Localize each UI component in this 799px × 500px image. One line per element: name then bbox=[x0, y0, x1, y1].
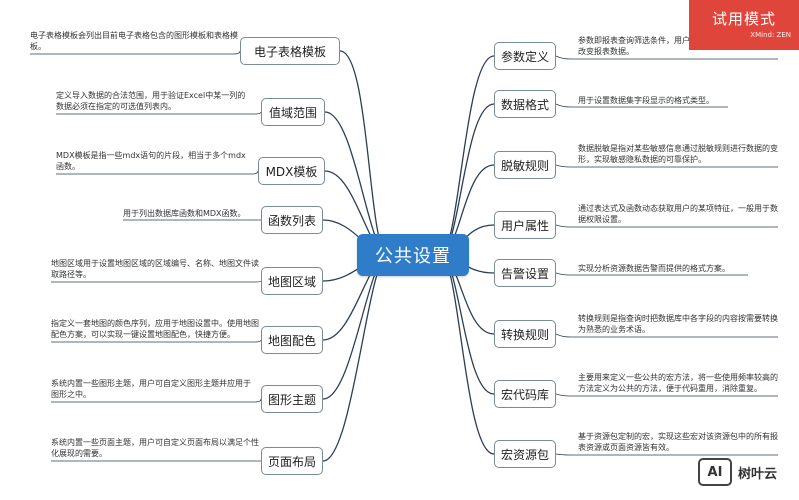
desc-line-left-7 bbox=[51, 398, 262, 403]
left-topic-5[interactable]: 地图区域 bbox=[261, 267, 323, 295]
desc-line-right-8 bbox=[555, 453, 778, 456]
desc-line-right-4 bbox=[555, 224, 778, 228]
watermark-text: 树叶云 bbox=[738, 466, 778, 482]
watermark: AI 树叶云 bbox=[698, 456, 794, 488]
right-topic-desc-3: 数据脱敏是指对某些敏感信息通过脱敏规则进行数据的变形，实现敏感隐私数据的可靠保护… bbox=[578, 144, 778, 164]
right-topic-5[interactable]: 告警设置 bbox=[494, 259, 556, 287]
right-topic-1[interactable]: 参数定义 bbox=[494, 42, 556, 70]
right-topic-desc-2: 用于设置数据集字段显示的格式类型。 bbox=[578, 96, 714, 105]
right-topic-4[interactable]: 用户属性 bbox=[494, 211, 556, 239]
desc-line-right-3 bbox=[555, 164, 778, 168]
branch-left-8 bbox=[322, 254, 389, 462]
central-topic[interactable]: 公共设置 bbox=[357, 234, 469, 276]
branch-right-2 bbox=[439, 103, 495, 256]
right-topic-6[interactable]: 转换规则 bbox=[494, 320, 556, 348]
left-topic-6[interactable]: 地图配色 bbox=[261, 326, 323, 354]
left-topic-1[interactable]: 电子表格模板 bbox=[240, 37, 340, 65]
right-topic-desc-5: 实现分析资源数据告警而提供的格式方案。 bbox=[578, 264, 730, 273]
left-topic-desc-1: 电子表格模板会列出目前电子表格包含的图形模板和表格模板。 bbox=[30, 31, 238, 51]
left-topic-desc-2: 定义导入数据的合法范围，用于验证Excel中某一列的数据必须在指定的可选值列表内… bbox=[56, 91, 246, 111]
left-topic-7[interactable]: 图形主题 bbox=[261, 385, 323, 413]
right-topic-desc-7: 主要用来定义一些公共的宏方法，将一些使用频率较高的方法定义为公共的方法，便于代码… bbox=[578, 373, 778, 393]
desc-line-right-5 bbox=[555, 272, 748, 276]
left-topic-2[interactable]: 值域范围 bbox=[261, 98, 325, 126]
left-topic-desc-6: 指定义一套地图的颜色序列，应用于地图设置中。使用地图配色方案，可以实现一键设置地… bbox=[51, 319, 259, 339]
desc-line-left-5 bbox=[51, 280, 262, 283]
right-topic-7[interactable]: 宏代码库 bbox=[494, 380, 556, 408]
desc-line-left-3 bbox=[56, 170, 259, 175]
right-topic-2[interactable]: 数据格式 bbox=[494, 90, 556, 118]
desc-line-right-2 bbox=[555, 103, 728, 108]
left-topic-desc-4: 用于列出数据库函数和MDX函数。 bbox=[123, 209, 246, 218]
desc-line-right-1 bbox=[555, 55, 778, 60]
branch-right-1 bbox=[439, 55, 495, 256]
left-topic-desc-7: 系统内置一些图形主题，用户可自定义图形主题并应用于图形之中。 bbox=[51, 379, 251, 399]
right-topic-desc-8: 基于资源包定制的宏，实现这些宏对该资源包中的所有报表资源或页面资源皆有效。 bbox=[578, 432, 778, 452]
desc-line-left-2 bbox=[56, 111, 262, 115]
branch-left-1 bbox=[339, 50, 389, 256]
right-topic-desc-4: 通过表达式及函数动态获取用户的某项特征，一般用于数据权限设置。 bbox=[578, 204, 778, 224]
right-topic-desc-1: 参数即报表查询筛选条件，用户通过改变参数查询条件查改变报表数据。 bbox=[578, 36, 778, 56]
trial-mode-badge: 试用模式 XMind: ZEN bbox=[689, 0, 799, 50]
watermark-logo: AI bbox=[698, 458, 732, 486]
left-topic-desc-5: 地图区域用于设置地图区域的区域编号、名称、地图文件读取路径等。 bbox=[51, 259, 259, 279]
desc-line-right-7 bbox=[555, 393, 778, 397]
trial-mode-subtitle: XMind: ZEN bbox=[750, 31, 791, 39]
desc-line-left-6 bbox=[51, 339, 262, 343]
right-topic-desc-6: 转换规则是指查询时把数据库中各字段的内容按需要转换为熟悉的业务术语。 bbox=[578, 314, 778, 334]
desc-line-left-1 bbox=[30, 50, 241, 55]
left-topic-8[interactable]: 页面布局 bbox=[261, 447, 323, 475]
left-topic-4[interactable]: 函数列表 bbox=[261, 206, 323, 234]
right-topic-3[interactable]: 脱敏规则 bbox=[494, 151, 556, 179]
trial-mode-title: 试用模式 bbox=[711, 10, 776, 28]
left-topic-desc-8: 系统内置一些页面主题，用户可自定义页面布局以满足个性化展现的需要。 bbox=[51, 438, 259, 458]
desc-line-right-6 bbox=[555, 333, 778, 338]
left-topic-3[interactable]: MDX模板 bbox=[258, 157, 325, 185]
left-topic-desc-3: MDX模板是指一些mdx语句的片段，相当于多个mdx函数。 bbox=[56, 151, 246, 171]
branch-right-8 bbox=[439, 254, 495, 455]
right-topic-8[interactable]: 宏资源包 bbox=[494, 440, 556, 468]
